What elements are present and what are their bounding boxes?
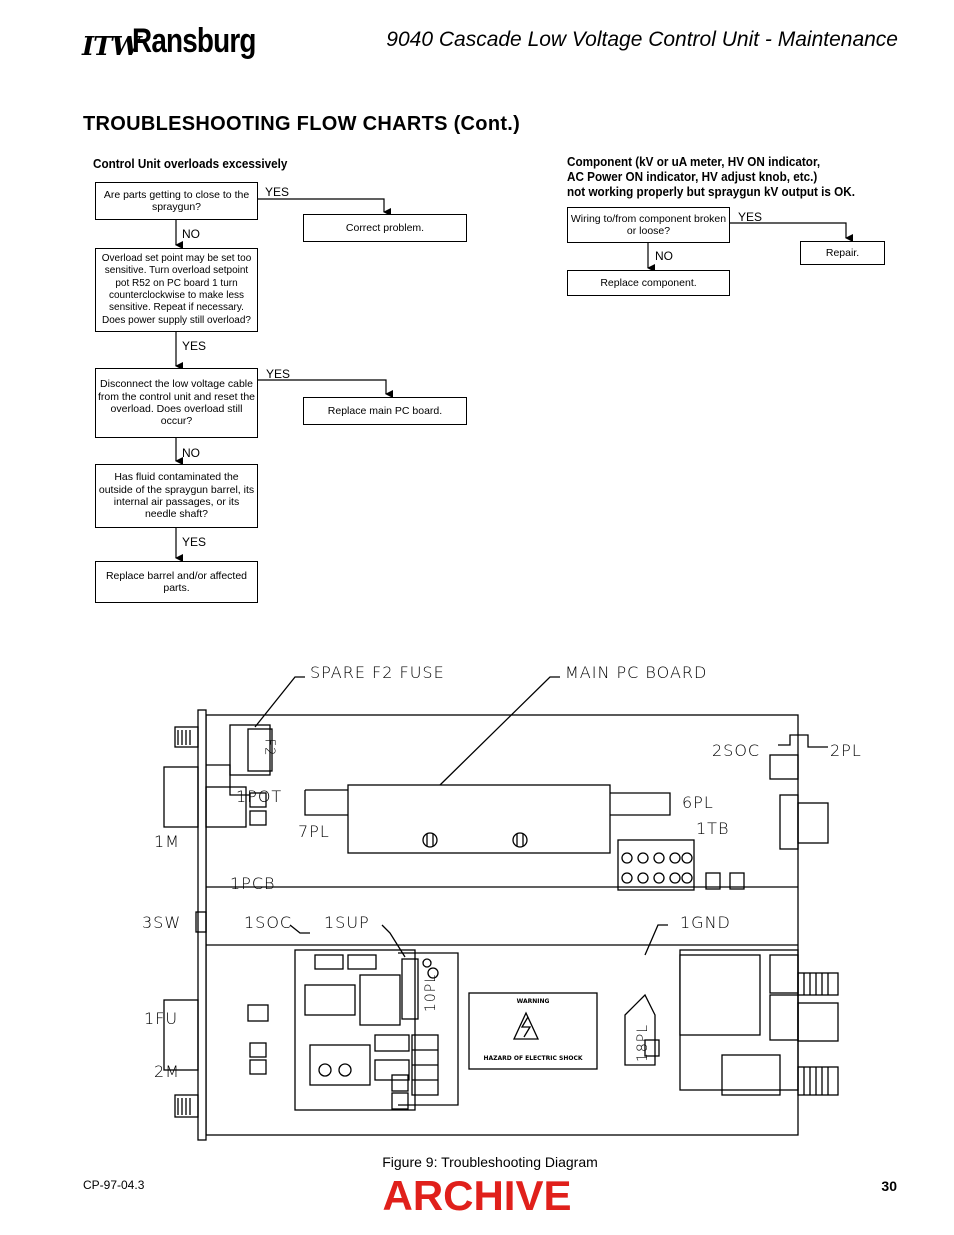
right-chart-title-line3: not working properly but spraygun kV out… [567,184,855,199]
right-flow-box-repair: Repair. [800,241,885,265]
logo-ransburg-text: Ransburg [132,22,256,60]
document-number: CP-97-04.3 [83,1178,145,1192]
itw-ransburg-logo: ITW Ransburg [82,18,272,70]
flowchart-connectors [175,198,853,562]
figure-caption: Figure 9: Troubleshooting Diagram [382,1154,598,1170]
label-warning: WARNING [516,998,550,1005]
left-no-label-1: NO [182,227,200,241]
label-spare-f2-fuse: SPARE F2 FUSE [310,663,445,682]
label-1soc: 1SOC [244,913,293,932]
left-flow-box-correct-problem: Correct problem. [303,214,467,242]
label-2soc: 2SOC [712,741,761,760]
label-1pcb: 1PCB [230,874,276,893]
right-chart-title-line2: AC Power ON indicator, HV adjust knob, e… [567,169,818,184]
control-unit-drawing [163,676,839,1141]
right-flow-box-replace-component: Replace component. [567,270,730,296]
label-6pl: 6PL [682,793,714,812]
section-title: TROUBLESHOOTING FLOW CHARTS (Cont.) [83,113,521,135]
label-1sup: 1SUP [324,913,370,932]
archive-stamp: ARCHIVE [382,1172,572,1219]
label-7pl: 7PL [298,822,330,841]
left-yes-label-3: YES [266,367,291,381]
label-1gnd: 1GND [680,913,731,932]
left-flow-box-disconnect-cable: Disconnect the low voltage cable from th… [95,368,258,438]
left-flow-box-replace-pc-board: Replace main PC board. [303,397,467,425]
left-no-label-2: NO [182,446,200,460]
left-flow-box-replace-barrel: Replace barrel and/or affected parts. [95,561,258,603]
page-header-title: 9040 Cascade Low Voltage Control Unit - … [386,28,898,51]
left-chart-title: Control Unit overloads excessively [93,156,288,171]
label-main-pc-board: MAIN PC BOARD [565,663,708,682]
page-number: 30 [881,1178,897,1194]
label-1pot: 1POT [236,787,283,806]
left-yes-label-2: YES [182,339,207,353]
left-flow-box-parts-close: Are parts getting to close to the sprayg… [95,182,258,220]
label-18pl: 18PL [635,1023,652,1063]
left-yes-label-4: YES [182,535,207,549]
label-f2: F2 [261,738,277,757]
left-flow-box-overload-setpoint: Overload set point may be set too sensit… [95,248,258,332]
label-10pl: 10PL [423,973,440,1013]
label-1tb: 1TB [696,819,730,838]
label-2m: 2M [154,1062,180,1081]
right-yes-label: YES [738,210,763,224]
label-1fu: 1FU [144,1009,179,1028]
right-chart-title-line1: Component (kV or uA meter, HV ON indicat… [567,154,821,169]
right-chart-title: Component (kV or uA meter, HV ON indicat… [567,154,855,199]
right-no-label: NO [655,249,673,263]
label-3sw: 3SW [142,913,182,932]
left-yes-label-1: YES [265,185,290,199]
troubleshooting-diagram: SPARE F2 FUSE MAIN PC BOARD 2SOC 2PL 1PO… [140,655,880,1145]
label-2pl: 2PL [830,741,862,760]
label-hazard-electric-shock: HAZARD OF ELECTRIC SHOCK [483,1055,583,1062]
label-1m: 1M [154,832,180,851]
left-flow-box-fluid-contaminated: Has fluid contaminated the outside of th… [95,464,258,528]
logo-itw-text: ITW [82,32,141,62]
right-flow-box-wiring: Wiring to/from component broken or loose… [567,207,730,243]
